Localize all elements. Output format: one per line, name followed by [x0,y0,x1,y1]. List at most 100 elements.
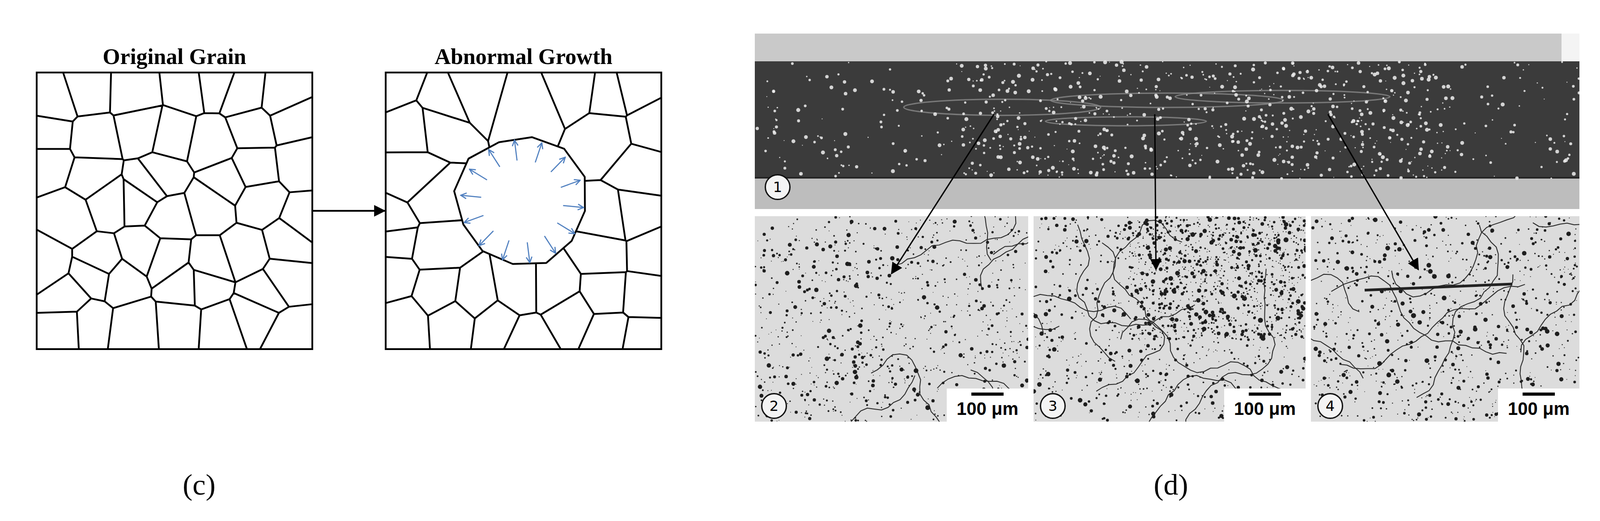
pit-dot [788,250,791,253]
speckle [1280,121,1285,125]
speckle [1080,107,1082,109]
speckle [1383,67,1387,71]
speckle [1188,153,1191,156]
speckle [1315,129,1317,131]
speckle [1446,149,1448,152]
pit-dot [936,224,938,226]
pit-dot [857,367,860,370]
speckle [1315,151,1319,155]
pit-dot [1016,352,1018,354]
pit-dot [844,349,846,351]
pit-dot [760,266,763,269]
pit-dot [1190,243,1192,246]
speckle [1480,95,1484,99]
pit-dot [1078,246,1080,248]
speckle [1464,63,1467,66]
pit-dot [937,388,939,390]
speckle [1070,102,1072,103]
speckle [1310,110,1312,111]
pit-dot [968,304,971,307]
pit-dot [1219,280,1221,282]
weld-streak [1175,90,1391,103]
speckle [1231,89,1235,93]
pit-dot [1019,323,1021,324]
pit-dot [925,403,927,405]
speckle [1241,163,1246,168]
speckle [1141,70,1144,73]
speckle [987,75,991,79]
speckle [991,111,994,115]
speckle [1251,162,1255,166]
pit-dot [1005,326,1007,328]
pit-dot [873,335,875,337]
pit-dot [833,234,835,237]
pit-dot [1013,294,1016,297]
speckle [1001,80,1005,85]
pit-dot [966,265,968,267]
pit-dot [884,233,886,235]
pit-dot [826,328,832,333]
pit-dot [1206,258,1209,261]
pit-dot [850,221,853,225]
pit-dot [962,356,965,358]
speckle [1049,106,1051,108]
speckle [1390,89,1394,93]
pit-dot [792,268,794,270]
pit-dot [944,330,948,334]
speckle [774,125,779,129]
speckle [1014,84,1017,87]
pit-dot [1288,279,1290,281]
speckle [1305,69,1309,73]
speckle [1413,72,1416,74]
pit-dot [757,384,763,389]
pit-dot [901,325,904,328]
pit-dot [891,321,893,323]
pit-dot [984,255,986,256]
pit-dot [820,319,822,321]
crack-line [914,216,994,261]
crack-line [1033,294,1131,344]
pit-dot [953,225,956,228]
pit-dot [984,357,986,359]
speckle [1303,78,1305,80]
pit-dot [792,222,795,225]
pit-dot [1285,329,1287,331]
speckle [837,73,840,76]
speckle [1277,163,1279,165]
speckle [882,87,886,91]
speckle [1278,145,1282,149]
pit-dot [822,302,827,306]
pit-dot [796,353,800,357]
speckle [1418,66,1422,69]
speckle [1401,68,1405,72]
pit-dot [932,234,935,236]
speckle [1161,60,1164,63]
speckle [1501,137,1503,139]
pit-dot [782,365,784,368]
speckle [1046,132,1050,136]
pit-dot [765,239,769,242]
speckle [817,135,819,137]
pit-dot [845,310,847,313]
speckle [1312,102,1315,104]
speckle [1330,65,1335,70]
speckle [1190,122,1193,125]
speckle [1385,158,1389,162]
speckle [1281,66,1286,70]
pit-dot [987,327,990,330]
speckle [1194,161,1197,165]
pit-dot [855,282,859,286]
speckle [1016,169,1018,171]
pit-dot [834,267,838,271]
pit-dot [1138,225,1141,228]
speckle [1362,165,1365,167]
pit-dot [784,374,788,379]
pit-dot [797,285,802,289]
speckle [870,79,874,84]
pit-dot [929,347,932,349]
strip-edge [754,177,1580,179]
pit-dot [921,287,923,290]
pit-dot [882,304,885,307]
pit-dot [1026,382,1028,383]
pit-dot [913,368,919,374]
